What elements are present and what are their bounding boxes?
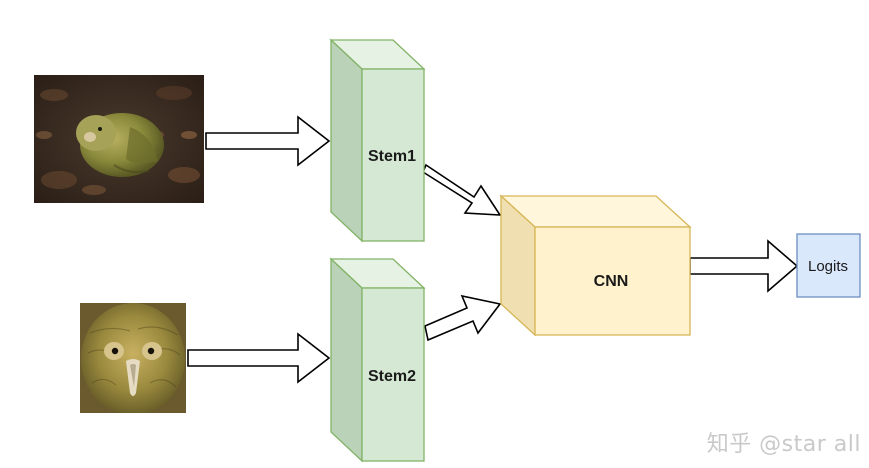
- arrow-cnn-to-logits: [689, 239, 799, 293]
- cnn-block: CNN: [499, 194, 692, 337]
- stem2-front-face: [361, 287, 425, 462]
- input-image-2: [80, 303, 186, 413]
- input-image-1: [34, 75, 204, 203]
- stem1-label: Stem1: [368, 148, 416, 165]
- kakapo-photo-face-icon: [80, 303, 186, 413]
- cnn-label: CNN: [594, 273, 629, 290]
- arrow-stem2-to-cnn: [424, 294, 502, 342]
- stem2-side-face: [330, 257, 363, 463]
- stem1-front-face: [361, 68, 425, 242]
- watermark-text: 知乎 @star all: [706, 432, 861, 457]
- stem1-block: Stem1: [329, 38, 426, 243]
- arrow-image2-to-stem2: [187, 332, 331, 384]
- arrow-image1-to-stem1: [205, 115, 331, 167]
- logits-label: Logits: [808, 258, 848, 275]
- logits-box: Logits: [796, 233, 861, 298]
- stem2-block: Stem2: [329, 257, 426, 463]
- stem1-side-face: [330, 38, 363, 243]
- arrow-stem1-to-cnn: [421, 163, 502, 216]
- kakapo-photo-full-body-icon: [34, 75, 204, 203]
- stem2-label: Stem2: [368, 368, 416, 385]
- cnn-front-face: [534, 226, 691, 336]
